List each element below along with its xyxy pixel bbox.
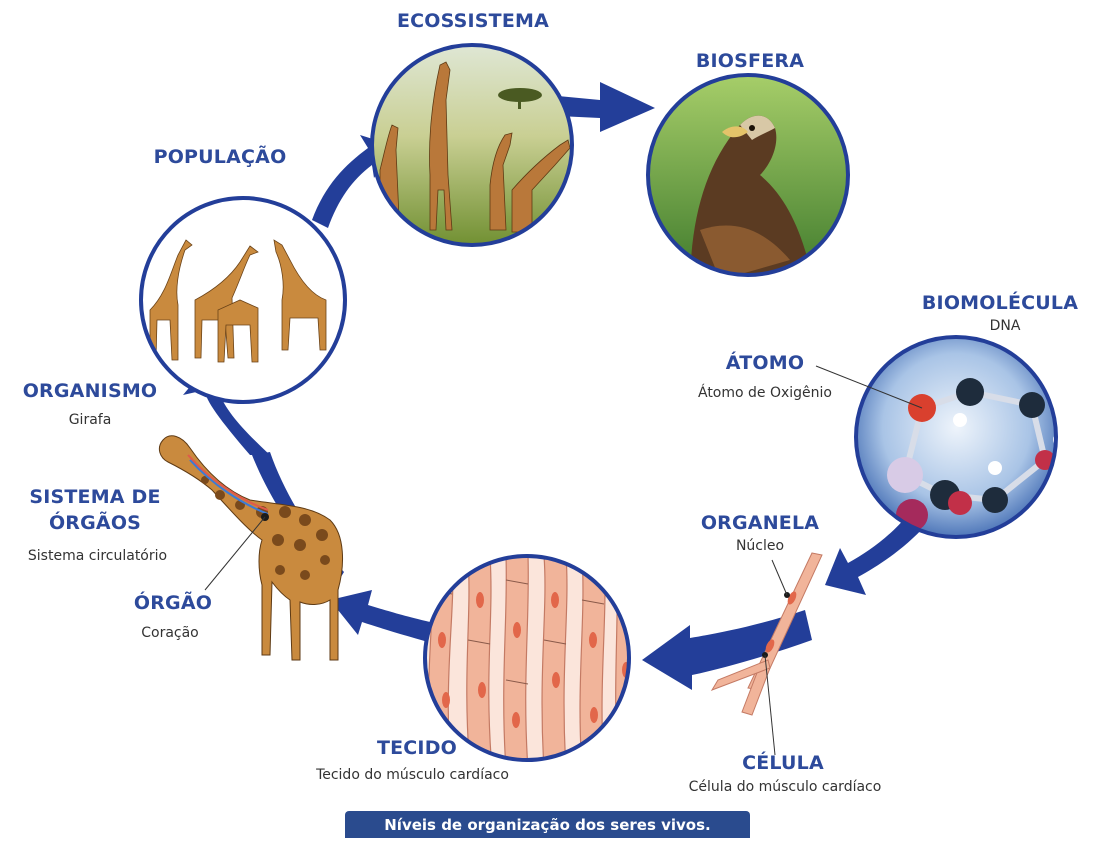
biomolecula-title: BIOMOLÉCULA xyxy=(915,292,1085,314)
populacao-title: POPULAÇÃO xyxy=(140,146,300,168)
ecossistema-title: ECOSSISTEMA xyxy=(383,10,563,32)
biomolecula-example: DNA xyxy=(975,318,1035,334)
organismo-title: ORGANISMO xyxy=(10,380,170,402)
arrow-ecossistema-biosfera xyxy=(558,82,655,132)
celula-example: Célula do músculo cardíaco xyxy=(660,779,910,795)
sistema-title-line2: ÓRGÃOS xyxy=(10,512,180,534)
sistema-example: Sistema circulatório xyxy=(5,548,190,564)
atomo-title: ÁTOMO xyxy=(715,352,815,374)
organismo-example: Girafa xyxy=(55,412,125,428)
arrow-tecido-organismo xyxy=(330,590,430,642)
tecido-example: Tecido do músculo cardíaco xyxy=(285,767,540,783)
tecido-title: TECIDO xyxy=(362,737,472,759)
biomolecula-image xyxy=(854,335,1067,540)
celula-title: CÉLULA xyxy=(733,752,833,774)
sistema-title-line1: SISTEMA DE xyxy=(10,486,180,508)
atomo-example: Átomo de Oxigênio xyxy=(670,385,860,401)
organela-example: Núcleo xyxy=(720,538,800,554)
biosfera-title: BIOSFERA xyxy=(680,50,820,72)
biosfera-image xyxy=(645,72,855,290)
figure-caption: Níveis de organização dos seres vivos. xyxy=(345,811,750,838)
ecossistema-image xyxy=(370,44,575,249)
populacao-image xyxy=(141,198,345,402)
orgao-title: ÓRGÃO xyxy=(118,592,228,614)
orgao-example: Coração xyxy=(125,625,215,641)
organela-title: ORGANELA xyxy=(685,512,835,534)
